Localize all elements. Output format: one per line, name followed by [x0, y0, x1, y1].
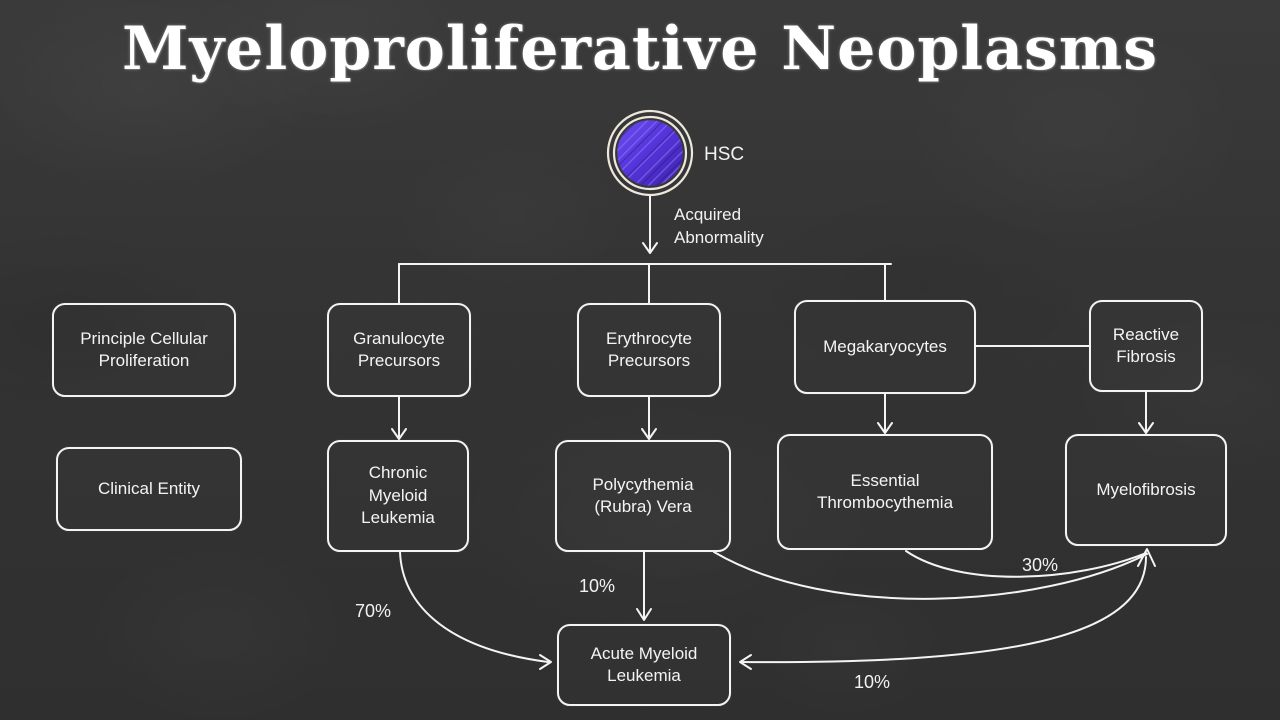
- node-label: Essential Thrombocythemia: [816, 470, 954, 512]
- node-label: Myelofibrosis: [1096, 479, 1196, 499]
- node-myelofibrosis[interactable]: Myelofibrosis: [1065, 434, 1227, 546]
- page-title: Myeloproliferative Neoplasms: [121, 14, 1159, 84]
- node-megakaryocytes[interactable]: Megakaryocytes: [794, 300, 976, 394]
- hsc-label: HSC: [704, 144, 745, 165]
- node-erythrocyte-precursors[interactable]: Erythrocyte Precursors: [577, 303, 721, 397]
- node-label: Reactive Fibrosis: [1112, 324, 1180, 366]
- node-acute-myeloid-leukemia[interactable]: Acute Myeloid Leukemia: [557, 624, 731, 706]
- node-label: Megakaryocytes: [823, 336, 947, 356]
- node-label: Erythrocyte Precursors: [606, 328, 692, 370]
- legend-label: Principle Cellular Proliferation: [80, 328, 208, 370]
- node-label: Acute Myeloid Leukemia: [590, 643, 698, 685]
- node-label: Polycythemia (Rubra) Vera: [592, 474, 694, 516]
- legend-clinical-entity: Clinical Entity: [56, 447, 242, 531]
- node-polycythemia-rubra-vera[interactable]: Polycythemia (Rubra) Vera: [555, 440, 731, 552]
- rate-label-et-to-myelofibrosis: 30%: [1022, 555, 1059, 575]
- node-chronic-myeloid-leukemia[interactable]: Chronic Myeloid Leukemia: [327, 440, 469, 552]
- legend-principle-cellular-proliferation: Principle Cellular Proliferation: [52, 303, 236, 397]
- node-essential-thrombocythemia[interactable]: Essential Thrombocythemia: [777, 434, 993, 550]
- rate-label-pv-to-aml: 10%: [579, 576, 616, 596]
- legend-label: Clinical Entity: [97, 478, 201, 498]
- rate-label-myelofibrosis-to-aml: 10%: [854, 672, 891, 692]
- node-label: Granulocyte Precursors: [353, 328, 445, 370]
- node-granulocyte-precursors[interactable]: Granulocyte Precursors: [327, 303, 471, 397]
- acquired-abnormality-label: Acquired Abnormality: [674, 205, 764, 248]
- node-reactive-fibrosis[interactable]: Reactive Fibrosis: [1089, 300, 1203, 392]
- node-label: Chronic Myeloid Leukemia: [361, 463, 435, 528]
- rate-label-cml-to-aml: 70%: [355, 601, 392, 621]
